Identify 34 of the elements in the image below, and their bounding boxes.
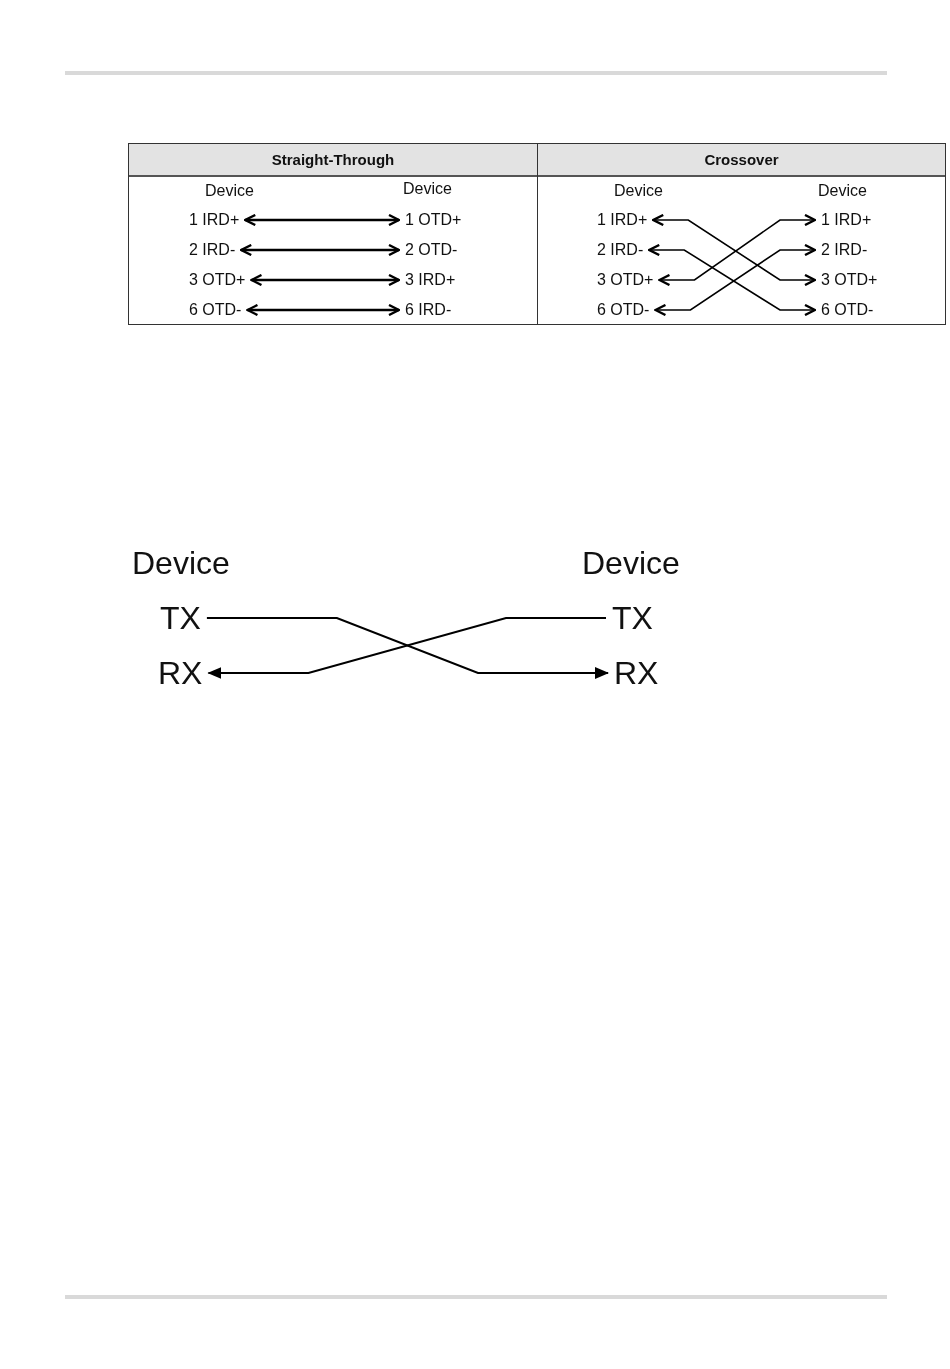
double-arrow bbox=[246, 303, 401, 317]
pin-label: 6 IRD- bbox=[405, 300, 452, 320]
pin-label: 3 OTD+ bbox=[597, 270, 654, 290]
pin-label: 2 IRD- bbox=[821, 240, 868, 260]
pin-label: 6 OTD- bbox=[597, 300, 650, 320]
pin-label: 1 IRD+ bbox=[821, 210, 872, 230]
pin-label: RX bbox=[614, 655, 659, 691]
column-header-text: Crossover bbox=[704, 151, 779, 168]
device-label: Device bbox=[403, 179, 452, 199]
pin-label: 2 OTD- bbox=[405, 240, 458, 260]
pin-label: TX bbox=[160, 600, 201, 636]
device-label: Device bbox=[614, 181, 663, 201]
pin-label: 2 IRD- bbox=[597, 240, 644, 260]
pin-label: 6 OTD- bbox=[189, 300, 242, 320]
pin-label: TX bbox=[612, 600, 653, 636]
pin-label: 1 IRD+ bbox=[597, 210, 648, 230]
pin-label: 2 IRD- bbox=[189, 240, 236, 260]
double-arrow bbox=[250, 273, 401, 287]
device-label: Device bbox=[582, 545, 680, 581]
pin-label: 6 OTD- bbox=[821, 300, 874, 320]
pin-label: 1 IRD+ bbox=[189, 210, 240, 230]
double-arrow bbox=[240, 243, 401, 257]
table-column-panel bbox=[128, 143, 538, 325]
column-header-text: Straight-Through bbox=[271, 151, 395, 168]
pin-label: 1 OTD+ bbox=[405, 210, 462, 230]
device-label: Device bbox=[205, 181, 254, 201]
device-label: Device bbox=[132, 545, 230, 581]
pin-label: 3 OTD+ bbox=[821, 270, 878, 290]
pin-label: RX bbox=[158, 655, 203, 691]
device-label: Device bbox=[818, 181, 867, 201]
pin-label: 3 IRD+ bbox=[405, 270, 456, 290]
table-column-panel bbox=[537, 143, 946, 325]
pin-label: 3 OTD+ bbox=[189, 270, 246, 290]
double-arrow bbox=[244, 213, 401, 227]
